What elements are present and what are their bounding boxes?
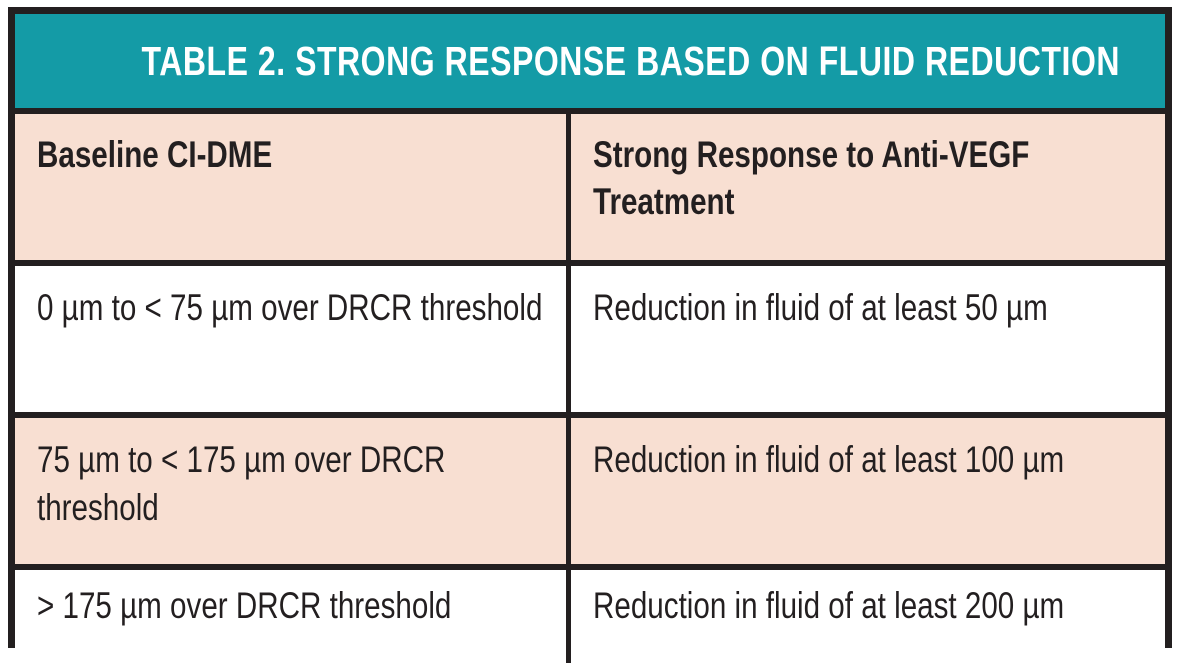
cell-baseline-2: 75 µm to < 175 µm over DRCR threshold bbox=[15, 412, 571, 567]
cell-baseline-2-text: 75 µm to < 175 µm over DRCR threshold bbox=[37, 439, 446, 529]
table-row: 75 µm to < 175 µm over DRCR threshold Re… bbox=[15, 412, 1165, 567]
cell-response-3: Reduction in fluid of at least 200 µm bbox=[568, 564, 1165, 663]
table-title: TABLE 2. STRONG RESPONSE BASED ON FLUID … bbox=[141, 37, 1121, 84]
table-row: 0 µm to < 75 µm over DRCR threshold Redu… bbox=[15, 260, 1165, 415]
cell-response-1-text: Reduction in fluid of at least 50 µm bbox=[592, 287, 1048, 328]
cell-baseline-3: > 175 µm over DRCR threshold bbox=[15, 564, 571, 663]
table-container: TABLE 2. STRONG RESPONSE BASED ON FLUID … bbox=[8, 7, 1172, 663]
cell-baseline-3-text: > 175 µm over DRCR threshold bbox=[37, 585, 452, 626]
table-row: > 175 µm over DRCR threshold Reduction i… bbox=[15, 564, 1165, 663]
table-title-row: TABLE 2. STRONG RESPONSE BASED ON FLUID … bbox=[15, 14, 1165, 111]
cell-response-2: Reduction in fluid of at least 100 µm bbox=[568, 412, 1165, 567]
cell-response-1: Reduction in fluid of at least 50 µm bbox=[568, 260, 1165, 415]
column-header-response-label: Strong Response to Anti-VEGF Treatment bbox=[592, 134, 1029, 222]
strong-response-table: TABLE 2. STRONG RESPONSE BASED ON FLUID … bbox=[15, 14, 1165, 663]
table-title-cell: TABLE 2. STRONG RESPONSE BASED ON FLUID … bbox=[15, 14, 1165, 111]
cell-response-2-text: Reduction in fluid of at least 100 µm bbox=[592, 439, 1064, 480]
table-header-row: Baseline CI-DME Strong Response to Anti-… bbox=[15, 108, 1165, 263]
cell-response-3-text: Reduction in fluid of at least 200 µm bbox=[592, 585, 1064, 626]
column-header-baseline: Baseline CI-DME bbox=[15, 108, 571, 263]
column-header-response: Strong Response to Anti-VEGF Treatment bbox=[568, 108, 1165, 263]
column-header-baseline-label: Baseline CI-DME bbox=[37, 134, 273, 175]
cell-baseline-1: 0 µm to < 75 µm over DRCR threshold bbox=[15, 260, 571, 415]
cell-baseline-1-text: 0 µm to < 75 µm over DRCR threshold bbox=[37, 287, 543, 328]
